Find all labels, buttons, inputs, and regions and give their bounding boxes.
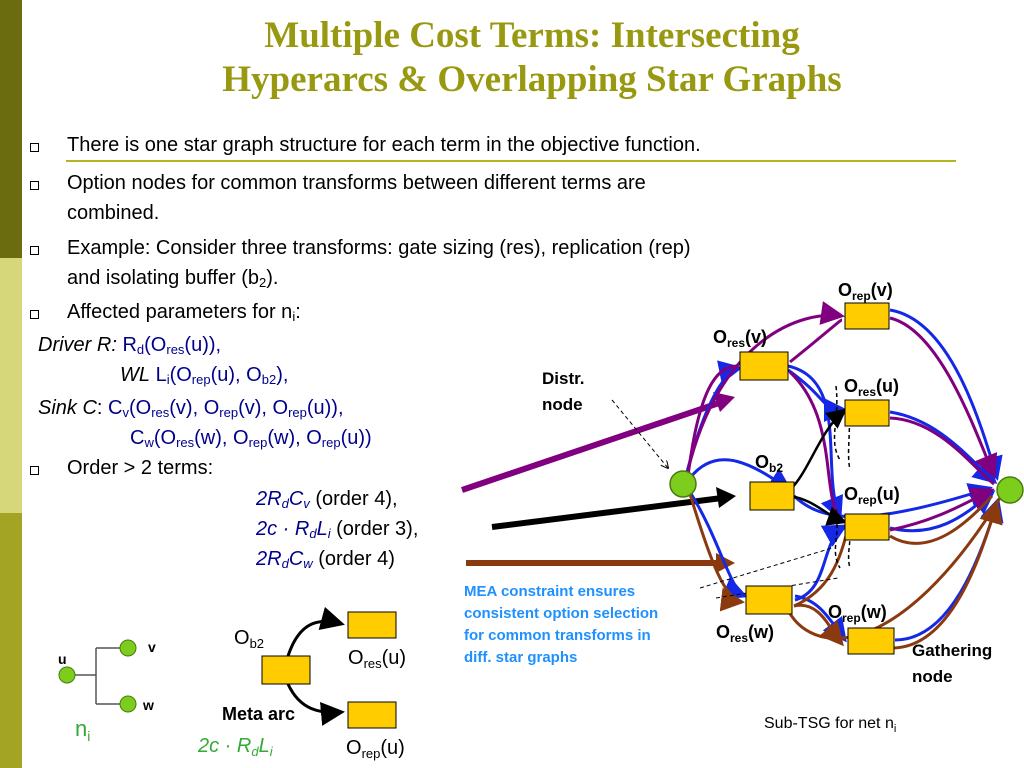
distribution-node <box>669 470 697 498</box>
mea-note-line-1: MEA constraint ensures <box>464 583 635 600</box>
mea-pointer-1 <box>699 547 833 589</box>
left-color-bar <box>0 0 22 768</box>
meta-node-orep-u <box>347 701 397 729</box>
order-4-cv-arrow <box>461 392 735 493</box>
order-term-3: 2RdCw (order 4) <box>256 548 395 571</box>
distr-node-pointer <box>611 399 668 468</box>
order-term-2: 2c · RdLi (order 3), <box>256 518 419 541</box>
slide-title: Multiple Cost Terms: Intersecting Hypera… <box>40 14 1024 102</box>
option-node-ores-v <box>739 351 789 381</box>
order-term-1: 2RdCv (order 4), <box>256 488 398 511</box>
option-node-ob2 <box>749 481 795 511</box>
sink-cv-line: Sink C: Cv(Ores(v), Orep(v), Orep(u)), <box>38 397 344 420</box>
meta-arc-label: Meta arc <box>222 704 295 724</box>
wl-expression: Li(Orep(u), Ob2), <box>155 364 289 387</box>
bullet-4-text-a: Affected parameters for n <box>67 301 293 323</box>
order-term-2-expr: 2c · RdLi <box>256 518 331 541</box>
meta-node-ores-u <box>347 611 397 639</box>
black-meta-arcs <box>789 408 848 526</box>
net-node-u <box>58 666 76 684</box>
bullet-square-icon <box>30 246 39 255</box>
bullet-square-icon <box>30 181 39 190</box>
sub-tsg-caption: Sub-TSG for net ni <box>764 715 896 735</box>
label-orep-v: Orep(v) <box>838 280 893 303</box>
net-label-w: w <box>142 697 154 713</box>
bullet-3-text-b: ). <box>266 267 279 289</box>
distr-node-label-1: Distr. <box>542 369 585 388</box>
driver-expression: Rd(Ores(u)), <box>122 334 222 357</box>
bullet-square-icon <box>30 310 39 319</box>
color-bar-top <box>0 0 22 258</box>
title-line-2: Hyperarcs & Overlapping Star Graphs <box>222 59 842 100</box>
bullet-square-icon <box>30 143 39 152</box>
net-label-v: v <box>148 639 156 655</box>
label-ores-u: Ores(u) <box>844 376 899 399</box>
net-node-v <box>119 639 137 657</box>
net-label-u: u <box>58 651 67 667</box>
bullet-square-icon <box>30 466 39 475</box>
distr-node-label-2: node <box>542 395 583 414</box>
meta-arc-illustration: Ob2 Ores(u) Orep(u) Meta arc 2c · RdLi <box>197 606 406 761</box>
net-ni-diagram: u v w ni <box>58 639 156 744</box>
label-ores-v: Ores(v) <box>713 327 767 350</box>
sink-cv-expression: Cv(Ores(v), Orep(v), Orep(u)), <box>108 397 344 420</box>
meta-label-orep-u: Orep(u) <box>346 737 405 761</box>
sink-label: Sink C <box>38 397 97 419</box>
sink-cw-line: Cw(Ores(w), Orep(w), Orep(u)) <box>130 423 372 453</box>
meta-node-ob2 <box>261 655 311 685</box>
bullet-5-text: Order > 2 terms: <box>67 457 214 479</box>
wl-label: WL <box>120 364 150 386</box>
bullet-3-subscript: 2 <box>258 275 267 290</box>
driver-param-line: Driver R: Rd(Ores(u)), <box>38 330 221 360</box>
order-4-cw-arrow <box>466 553 735 573</box>
order-3-arrow <box>491 487 736 530</box>
order-term-3-expr: 2RdCw <box>256 548 313 571</box>
color-bar-middle <box>0 258 22 513</box>
option-node-orep-u <box>844 513 890 541</box>
color-bar-bottom <box>0 513 22 768</box>
bullet-3-text-a: and isolating buffer (b <box>67 267 259 289</box>
title-line-1: Multiple Cost Terms: Intersecting <box>264 15 800 56</box>
option-node-ores-u <box>844 399 890 427</box>
mea-note-line-3: for common transforms in <box>464 627 651 644</box>
mea-note-line-4: diff. star graphs <box>464 649 577 666</box>
bullet-1-text: There is one star graph structure for ea… <box>67 134 701 156</box>
meta-label-ob2: Ob2 <box>234 627 264 651</box>
driver-label: Driver R: <box>38 334 117 356</box>
bullet-2-line-2: combined. <box>67 202 160 224</box>
label-orep-u: Orep(u) <box>844 484 900 507</box>
gathering-node-label-1: Gathering <box>912 641 992 660</box>
bullet-3-line-1: Example: Consider three transforms: gate… <box>67 237 691 259</box>
net-label-ni: ni <box>75 716 90 744</box>
title-divider <box>66 160 956 162</box>
gathering-node <box>996 476 1024 504</box>
label-ob2: Ob2 <box>755 452 783 475</box>
blue-arcs <box>684 308 1004 643</box>
meta-label-ores-u: Ores(u) <box>348 647 406 671</box>
bullet-3-line-2: and isolating buffer (b2). <box>67 263 278 293</box>
bullet-4-text: Affected parameters for ni: <box>67 297 301 327</box>
label-orep-w: Orep(w) <box>828 602 887 625</box>
bullet-4-text-b: : <box>295 301 301 323</box>
label-ores-w: Ores(w) <box>716 622 774 645</box>
bullet-2-line-1: Option nodes for common transforms betwe… <box>67 172 646 194</box>
option-node-orep-v <box>844 302 890 330</box>
order-term-1-expr: 2RdCv <box>256 488 310 511</box>
gathering-node-label-2: node <box>912 667 953 686</box>
option-node-ores-w <box>745 585 793 615</box>
option-node-orep-w <box>847 627 895 655</box>
meta-arc-expression: 2c · RdLi <box>197 735 274 759</box>
bullet-4-subscript: i <box>292 309 296 324</box>
mea-note-line-2: consistent option selection <box>464 605 658 622</box>
wl-param-line: WL Li(Orep(u), Ob2), <box>120 360 288 390</box>
sink-cw-expression: Cw(Ores(w), Orep(w), Orep(u)) <box>130 427 372 450</box>
net-node-w <box>119 695 137 713</box>
